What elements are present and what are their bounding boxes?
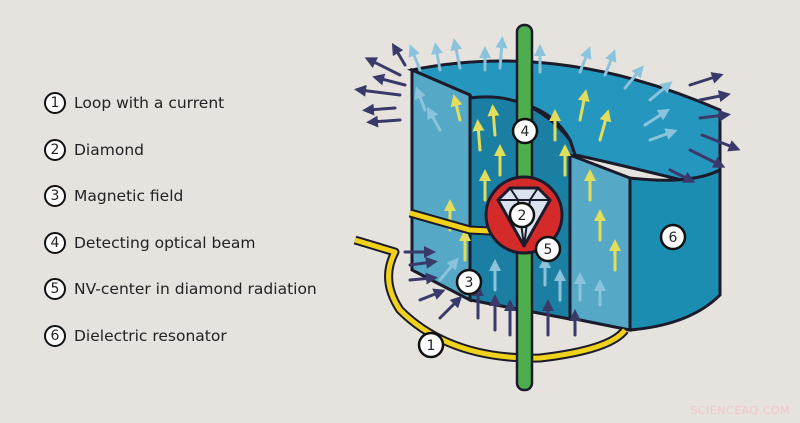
legend-item-nv-center: 5 NV-center in diamond radiation	[44, 266, 317, 313]
marker-resonator: 6	[659, 223, 687, 251]
magnetic-field-arrows	[354, 36, 741, 337]
legend-label: Detecting optical beam	[74, 233, 256, 252]
legend-label: Dielectric resonator	[74, 326, 227, 345]
legend-item-magnetic-field: 3 Magnetic field	[44, 173, 317, 220]
svg-text:1: 1	[427, 338, 436, 354]
svg-text:3: 3	[465, 275, 474, 291]
legend-label: NV-center in diamond radiation	[74, 280, 317, 299]
number-badge: 3	[44, 185, 66, 208]
marker-nv-center: 5	[534, 235, 562, 263]
diagram-markers: 1 2 3 4 5 6	[417, 117, 687, 359]
svg-text:4: 4	[521, 124, 530, 140]
legend-item-optical-beam: 4 Detecting optical beam	[44, 220, 317, 267]
marker-optical-beam: 4	[511, 117, 539, 145]
watermark: SCIENCEAQ.COM	[690, 404, 790, 417]
legend-label: Diamond	[74, 140, 144, 159]
legend-label: Loop with a current	[74, 94, 225, 113]
legend-item-loop: 1 Loop with a current	[44, 80, 317, 127]
number-badge: 1	[44, 92, 66, 115]
legend-item-resonator: 6 Dielectric resonator	[44, 313, 317, 360]
legend-item-diamond: 2 Diamond	[44, 127, 317, 174]
svg-text:6: 6	[669, 230, 678, 246]
legend: 1 Loop with a current 2 Diamond 3 Magnet…	[44, 80, 317, 359]
marker-magnetic-field: 3	[455, 268, 483, 296]
legend-label: Magnetic field	[74, 187, 184, 206]
marker-diamond: 2	[508, 201, 536, 229]
number-badge: 6	[44, 324, 66, 347]
number-badge: 4	[44, 231, 66, 254]
number-badge: 2	[44, 138, 66, 161]
number-badge: 5	[44, 278, 66, 301]
svg-text:2: 2	[518, 208, 527, 224]
marker-loop: 1	[417, 331, 445, 359]
svg-text:5: 5	[544, 242, 553, 258]
